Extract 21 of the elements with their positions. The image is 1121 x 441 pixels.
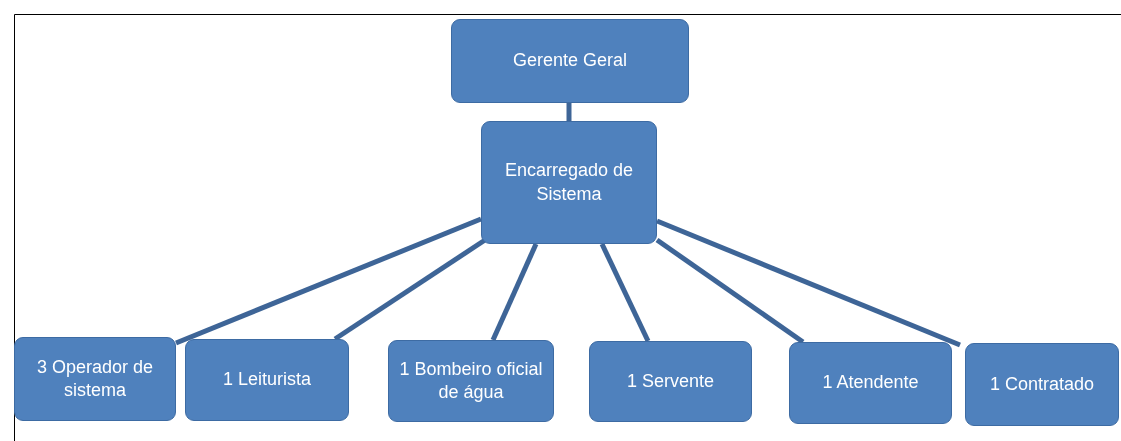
role-label: 1 Servente: [625, 369, 716, 393]
role-label: 3 Operador de sistema: [35, 355, 155, 402]
role-box: [789, 342, 952, 424]
role-label: Encarregado de Sistema: [503, 159, 635, 206]
role-box: [481, 121, 657, 244]
role-box: [589, 341, 752, 422]
role-label: 1 Leiturista: [221, 368, 313, 392]
role-label: 1 Bombeiro oficial de água: [398, 357, 544, 404]
connector-line: [656, 218, 961, 348]
role-box: [451, 19, 689, 103]
role-box: [14, 337, 176, 421]
connector-line: [490, 243, 539, 341]
connector-line: [566, 103, 572, 121]
role-label: 1 Atendente: [821, 371, 920, 395]
connector-line: [599, 242, 651, 343]
role-box: [965, 343, 1119, 426]
role-label: 1 Contratado: [988, 372, 1096, 396]
role-label: Gerente Geral: [511, 49, 629, 73]
role-box: [185, 339, 349, 421]
connector-line: [175, 216, 482, 346]
role-box: [388, 340, 554, 422]
